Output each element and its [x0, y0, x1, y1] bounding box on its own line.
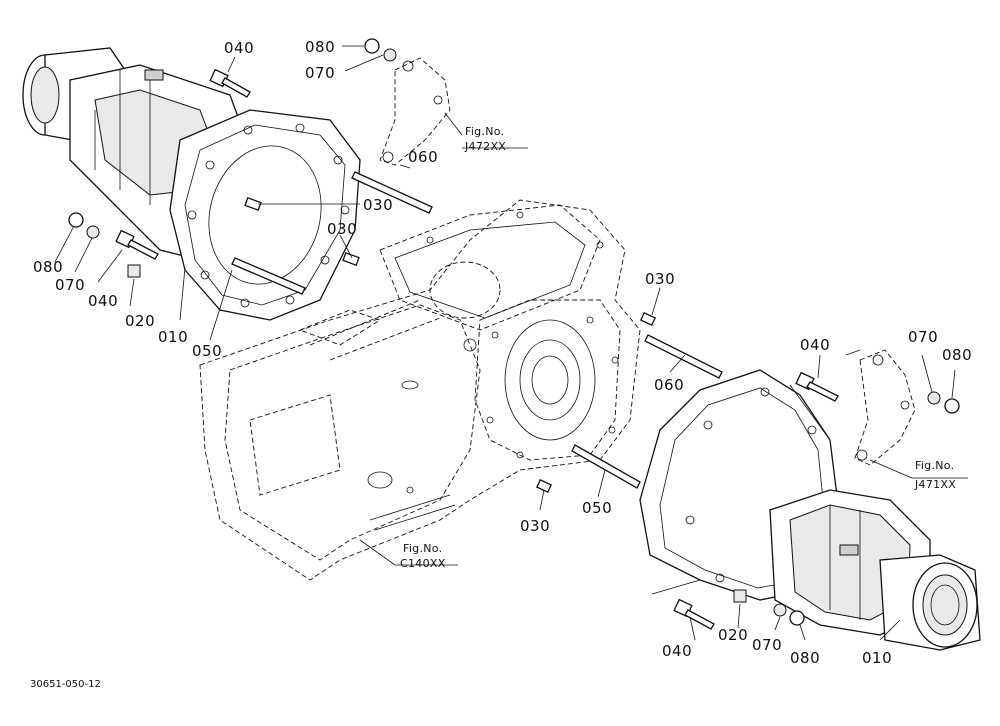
transmission-case-outline [199, 199, 641, 581]
right-axle-housing [639, 369, 981, 651]
fig-ref-code-c140: C140XX [400, 557, 446, 570]
callout-030-a: 030 [363, 196, 393, 214]
fig-ref-label-c140: Fig.No. [403, 542, 442, 555]
callout-010-right: 010 [862, 649, 892, 667]
callout-labels: 040 080 070 Fig.No. J472XX 060 030 030 0… [30, 38, 972, 690]
callout-020-right: 020 [718, 626, 748, 644]
right-bracket-reference [854, 349, 916, 466]
callout-040-top: 040 [224, 39, 254, 57]
callout-070-top: 070 [305, 64, 335, 82]
callout-030-c: 030 [645, 270, 675, 288]
callout-040-right: 040 [800, 336, 830, 354]
fig-ref-label-j471: Fig.No. [915, 459, 954, 472]
callout-080-top: 080 [305, 38, 335, 56]
callout-070-left: 070 [55, 276, 85, 294]
callout-010-left: 010 [158, 328, 188, 346]
diagram-code: 30651-050-12 [30, 679, 101, 690]
right-fasteners [536, 311, 960, 630]
callout-020-left: 020 [125, 312, 155, 330]
leader-lines [54, 45, 968, 641]
callout-080-left: 080 [33, 258, 63, 276]
left-axle-housing [22, 47, 361, 321]
callout-050-right: 050 [582, 499, 612, 517]
callout-050-left: 050 [192, 342, 222, 360]
callout-060-right: 060 [654, 376, 684, 394]
callout-070-right: 070 [908, 328, 938, 346]
callout-070-bottom: 070 [752, 636, 782, 654]
callout-040-bottom: 040 [662, 642, 692, 660]
callout-080-right: 080 [942, 346, 972, 364]
fig-ref-code-j471: J471XX [914, 478, 956, 491]
callout-060-left: 060 [408, 148, 438, 166]
left-bracket-reference [379, 57, 451, 166]
callout-040-left: 040 [88, 292, 118, 310]
callout-030-b: 030 [327, 220, 357, 238]
fig-ref-label-j472: Fig.No. [465, 125, 504, 138]
callout-030-d: 030 [520, 517, 550, 535]
callout-080-bottom: 080 [790, 649, 820, 667]
left-fasteners [68, 38, 433, 295]
fig-ref-code-j472: J472XX [464, 140, 506, 153]
